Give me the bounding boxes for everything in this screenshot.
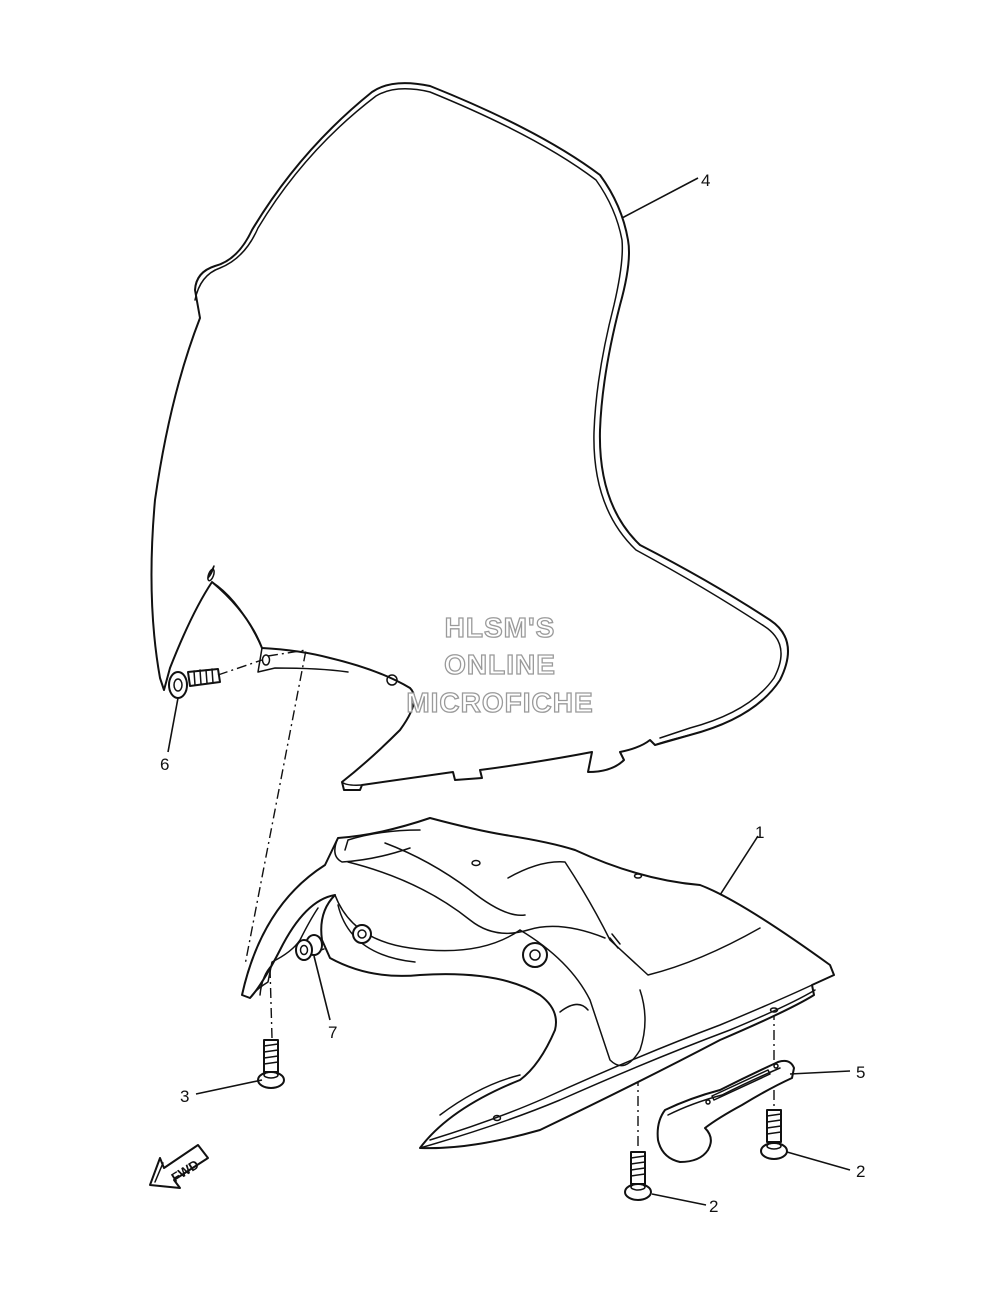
screw-2-center — [624, 1151, 652, 1201]
grommet-7 — [295, 934, 323, 961]
watermark-line-3: MICROFICHE — [406, 687, 593, 718]
windscreen — [150, 82, 789, 791]
bracket-5 — [656, 1059, 795, 1163]
watermark-line-1: HLSM'S — [445, 612, 556, 643]
watermark: HLSM'S ONLINE MICROFICHE — [406, 611, 594, 718]
callout-2-right: 2 — [856, 1162, 865, 1181]
callout-5: 5 — [856, 1063, 865, 1082]
screw-3 — [257, 1039, 285, 1089]
callout-7: 7 — [328, 1023, 337, 1042]
cowling — [241, 817, 835, 1150]
callout-3: 3 — [180, 1087, 189, 1106]
fwd-arrow-icon: FWD — [149, 1144, 209, 1189]
callout-6: 6 — [160, 755, 169, 774]
screw-6 — [168, 668, 221, 699]
watermark-line-2: ONLINE — [444, 649, 556, 680]
callout-2-center: 2 — [709, 1197, 718, 1216]
callout-1: 1 — [755, 823, 764, 842]
callout-4: 4 — [701, 171, 710, 190]
leader-lines — [167, 177, 851, 1206]
screw-2-right — [760, 1109, 788, 1160]
